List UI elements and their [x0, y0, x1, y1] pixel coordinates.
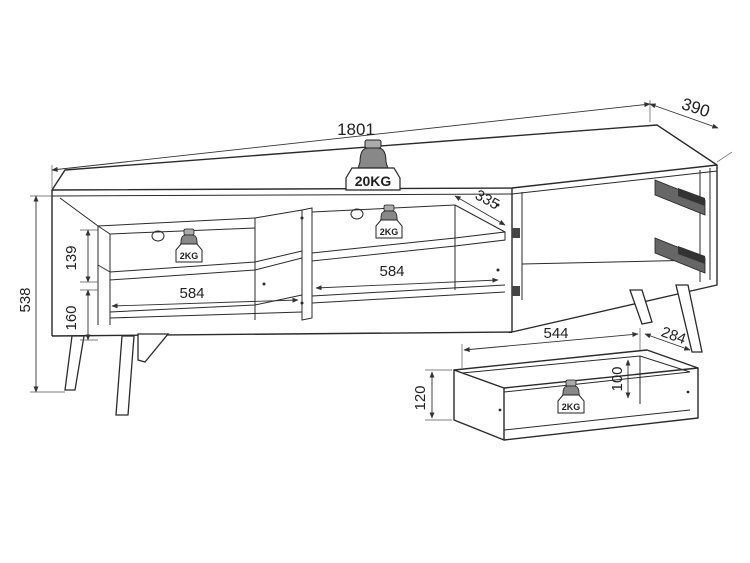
middle-shelf-load-label: 2KG: [380, 227, 399, 237]
left-shelf-load-label: 2KG: [180, 251, 199, 261]
leg-front-left: [64, 335, 85, 391]
dimension-leg-height: 160: [63, 289, 98, 341]
drawer: [453, 349, 699, 441]
dimension-depth: 390: [649, 94, 733, 163]
top-load-label: 20KG: [355, 173, 392, 189]
dimension-left-shelf-width: 584: [111, 285, 299, 309]
leg-back-right: [629, 289, 653, 325]
drawer-width-value: 544: [543, 325, 568, 342]
dimension-drawer-width: 544: [461, 325, 641, 368]
drawer-front: [453, 369, 505, 441]
weight-icon-drawer: 2KG: [557, 379, 585, 414]
depth-value: 390: [679, 94, 712, 121]
drawer-height-value: 120: [412, 385, 429, 410]
middle-divider: [254, 207, 313, 321]
dimension-drawer-inner-height: 100: [609, 359, 631, 399]
shelf-depth-value: 335: [472, 187, 502, 214]
cabinet-top-surface: [51, 124, 718, 191]
dimension-overall-height: 538: [17, 195, 65, 393]
weight-icon-left-shelf: 2KG: [175, 228, 203, 263]
dimension-shelf-depth: 335: [454, 187, 506, 226]
overall-width-value: 1801: [337, 120, 375, 139]
dimension-middle-shelf-width: 584: [315, 263, 499, 291]
middle-shelf: [311, 231, 506, 262]
cabinet-bottom-edge: [51, 331, 513, 337]
cabinet-right-side: [511, 165, 718, 333]
dimension-drawer-height: 120: [412, 369, 452, 421]
drawer-load-label: 2KG: [562, 402, 581, 412]
leg-front-middle: [115, 335, 135, 416]
middle-shelf-width-value: 584: [379, 263, 404, 280]
middle-compartment: [311, 203, 520, 304]
left-shelf-width-value: 584: [179, 285, 204, 302]
upper-hinge: [654, 179, 706, 216]
weight-icon-middle-shelf: 2KG: [375, 204, 403, 239]
leg-back-middle: [137, 333, 170, 363]
left-shelf: [109, 250, 303, 281]
dimension-shelf-height: 139: [63, 229, 98, 283]
right-compartment: [521, 168, 711, 300]
leg-front-right: [675, 284, 703, 353]
dimension-overall-width: 1801: [51, 100, 651, 188]
cabinet-body: [51, 124, 718, 337]
lower-hinge: [654, 237, 706, 274]
drawer-inner-height-value: 100: [609, 366, 626, 391]
dimension-drawer-depth: 284: [644, 324, 691, 351]
shelf-height-value: 139: [63, 245, 80, 270]
overall-height-value: 538: [17, 287, 34, 312]
drawer-depth-value: 284: [659, 324, 688, 349]
leg-height-value: 160: [63, 305, 80, 330]
legs: [64, 284, 703, 416]
